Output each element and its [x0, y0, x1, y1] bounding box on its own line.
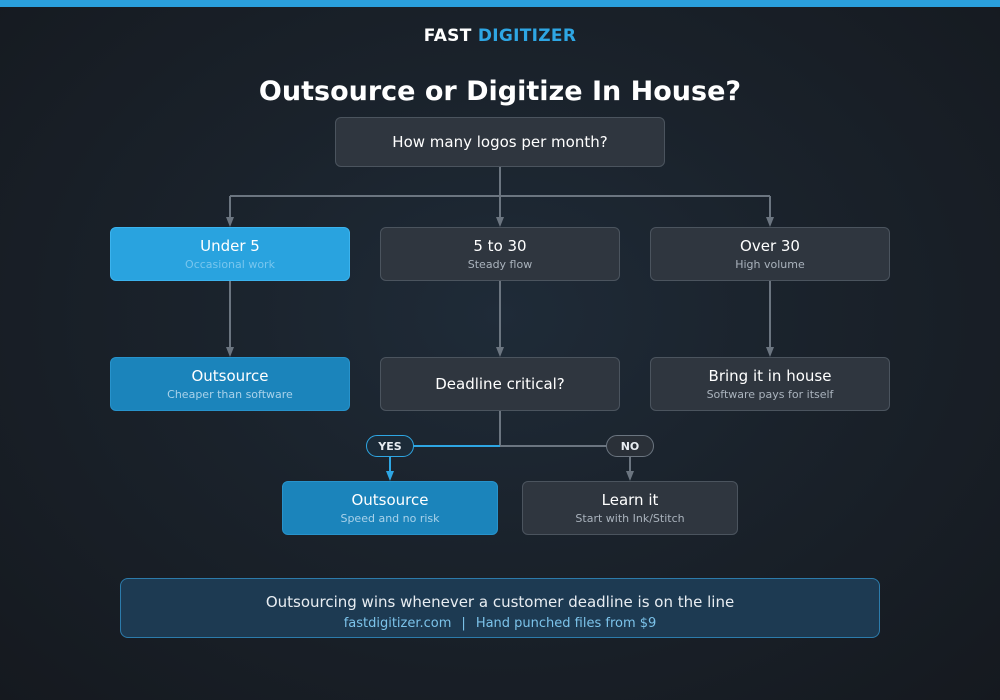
result-learn-sub: Start with Ink/Stitch: [575, 512, 685, 526]
footer-separator: |: [461, 616, 466, 631]
result-outsource-node: Outsource Speed and no risk: [282, 481, 498, 535]
outcome-outsource-label: Outsource: [191, 366, 269, 385]
branch-5to30-label: 5 to 30: [473, 236, 527, 255]
outcome-outsource-node: Outsource Cheaper than software: [110, 357, 350, 411]
footer-callout: Outsourcing wins whenever a customer dea…: [120, 578, 880, 638]
root-question-node: How many logos per month?: [335, 117, 665, 167]
footer-links: fastdigitizer.com | Hand punched files fro…: [121, 616, 879, 631]
top-accent-bar: [0, 0, 1000, 7]
footer-offer: Hand punched files from $9: [475, 616, 657, 631]
result-learn-label: Learn it: [601, 490, 659, 509]
branch-under5-label: Under 5: [200, 236, 260, 255]
footer-headline: Outsourcing wins whenever a customer dea…: [265, 593, 735, 611]
outcome-inhouse-label: Bring it in house: [708, 366, 832, 385]
outcome-outsource-sub: Cheaper than software: [167, 388, 293, 402]
branch-under5-sub: Occasional work: [185, 258, 275, 272]
branch-5to30-sub: Steady flow: [467, 258, 533, 272]
branch-over30-node: Over 30 High volume: [650, 227, 890, 281]
yes-badge: YES: [366, 435, 414, 457]
branch-under5-node: Under 5 Occasional work: [110, 227, 350, 281]
result-outsource-label: Outsource: [351, 490, 429, 509]
outcome-inhouse-node: Bring it in house Software pays for itse…: [650, 357, 890, 411]
deadline-question-label: Deadline critical?: [435, 374, 565, 393]
root-question-label: How many logos per month?: [392, 132, 608, 151]
brand-logo: FAST DIGITIZER: [0, 26, 1000, 46]
page-title: Outsource or Digitize In House?: [258, 76, 742, 107]
brand-word-fast: FAST: [423, 26, 472, 46]
outcome-inhouse-sub: Software pays for itself: [706, 388, 834, 402]
connector-root-split: [230, 167, 770, 197]
no-badge: NO: [606, 435, 654, 457]
branch-over30-label: Over 30: [740, 236, 800, 255]
brand-word-digitizer: DIGITIZER: [477, 26, 577, 46]
branch-5to30-node: 5 to 30 Steady flow: [380, 227, 620, 281]
result-learn-node: Learn it Start with Ink/Stitch: [522, 481, 738, 535]
result-outsource-sub: Speed and no risk: [340, 512, 440, 526]
deadline-question-node: Deadline critical?: [380, 357, 620, 411]
footer-site-link[interactable]: fastdigitizer.com: [343, 616, 452, 631]
branch-over30-sub: High volume: [735, 258, 805, 272]
